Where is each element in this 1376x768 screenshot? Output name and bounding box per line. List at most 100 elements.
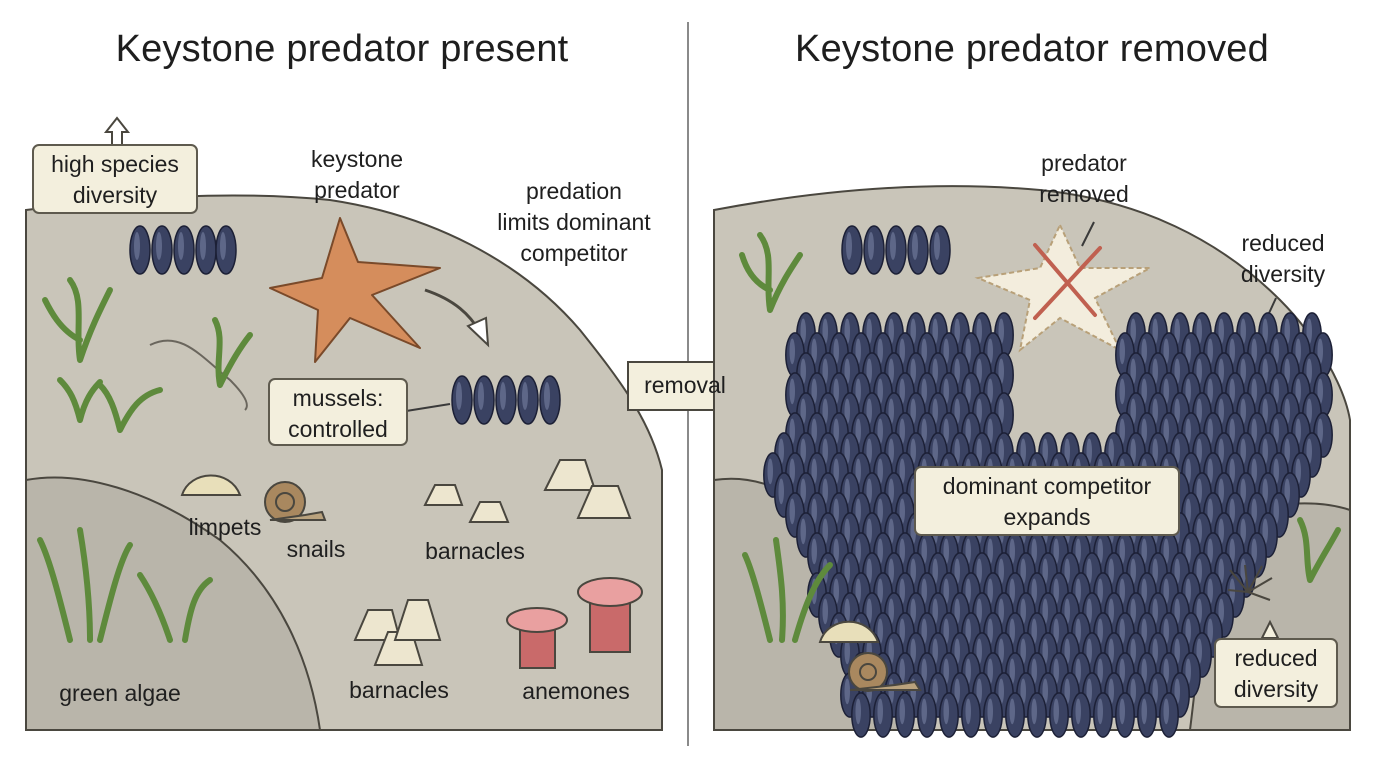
anemone-icon [1227,564,1273,601]
mussel-highlight [1130,598,1136,625]
mussel-icon [917,692,937,738]
mussel-highlight [1251,498,1257,525]
mussel-highlight [921,538,927,565]
mussel-icon [215,225,237,275]
mussel-highlight [976,598,982,625]
mussel-highlight [1152,558,1158,585]
mussel-highlight [1097,538,1103,565]
mussel-highlight [899,658,905,685]
mussel-highlight [1020,678,1026,705]
mussel-icon [841,225,863,275]
mussel-highlight [910,598,916,625]
mussel-highlight [846,232,852,260]
mussel-highlight [1141,658,1147,685]
mussel-highlight [890,232,896,260]
mussel-highlight [1108,678,1114,705]
mussel-highlight [1163,418,1169,445]
mussel-highlight [789,458,795,485]
mussel-highlight [811,458,817,485]
mussel-highlight [833,378,839,405]
mussel-highlight [1295,458,1301,485]
mussel-highlight [1240,358,1246,385]
mussel-highlight [156,232,162,260]
mussel-icon [173,225,195,275]
mussel-highlight [998,398,1004,425]
grass-icon [742,537,833,643]
mussel-highlight [800,438,806,465]
mussel-highlight [1152,598,1158,625]
mussel-highlight [877,578,883,605]
mussel-highlight [1207,498,1213,525]
mussel-highlight [1185,378,1191,405]
mussel-highlight [1042,638,1048,665]
mussel-highlight [1174,358,1180,385]
mussel-highlight [987,658,993,685]
mussel-highlight [888,638,894,665]
mussel-highlight [500,382,506,410]
mussel-highlight [844,478,850,505]
mussel-highlight [965,658,971,685]
mussel-highlight [1141,578,1147,605]
mussel-highlight [888,598,894,625]
mussel-highlight [1262,438,1268,465]
mussel-highlight [965,578,971,605]
mussel-highlight [1185,498,1191,525]
mussel-highlight [833,418,839,445]
mussel-highlight [1174,678,1180,705]
mussel-highlight [998,598,1004,625]
mussel-highlight [987,378,993,405]
mussel-highlight [987,538,993,565]
mussel-highlight [866,558,872,585]
mussel-highlight [965,338,971,365]
mussel-icon [961,692,981,738]
mussel-highlight [1262,318,1268,345]
mussel-highlight [844,358,850,385]
mussel-highlight [877,458,883,485]
predation-arrowhead [466,316,490,348]
mussel-highlight [899,698,905,725]
mussel-highlight [1295,338,1301,365]
mussel-highlight [976,358,982,385]
mussel-highlight [844,518,850,545]
mussel-highlight [877,618,883,645]
mussel-cluster-top-right [841,225,951,275]
mussel-highlight [1273,378,1279,405]
mussel-highlight [1163,378,1169,405]
mussel-highlight [998,558,1004,585]
mussel-cluster-controlled [451,375,561,425]
mussel-highlight [1042,558,1048,585]
anemone-icon [506,607,568,633]
reduced-diversity-bottom-label: reduced diversity [1214,638,1338,708]
mussel-highlight [456,382,462,410]
mussel-highlight [1240,438,1246,465]
mussel-highlight [1262,398,1268,425]
mussel-highlight [855,498,861,525]
mussel-highlight [976,438,982,465]
limpets-label: limpets [188,514,262,540]
mussel-highlight [943,338,949,365]
limpet-icon [818,620,880,643]
mussel-highlight [1097,658,1103,685]
mussel-highlight [1251,338,1257,365]
mussel-highlight [943,658,949,685]
mussel-highlight [877,698,883,725]
mussel-highlight [1185,618,1191,645]
mussel-highlight [844,398,850,425]
mussel-highlight [1119,618,1125,645]
mussel-highlight [1141,698,1147,725]
mussel-highlight [1053,538,1059,565]
mussel-highlight [1119,658,1125,685]
mussel-highlight [1229,458,1235,485]
snail-icon [848,652,922,692]
mussel-highlight [1064,638,1070,665]
mussel-highlight [1009,658,1015,685]
mussel-highlight [1130,438,1136,465]
mussel-highlight [1119,578,1125,605]
mussel-highlight [866,598,872,625]
mussel-highlight [1196,398,1202,425]
mussel-highlight [866,478,872,505]
mussel-highlight [1053,698,1059,725]
mussel-highlight [987,698,993,725]
